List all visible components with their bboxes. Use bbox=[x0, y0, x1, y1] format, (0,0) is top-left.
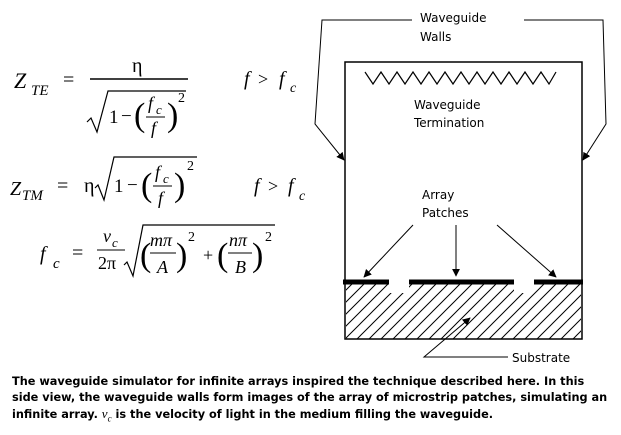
fc-paren2-left: ( bbox=[217, 237, 228, 274]
fc-plus: + bbox=[203, 245, 213, 265]
zte-fc: f bbox=[148, 93, 156, 113]
ztm-fc: f bbox=[155, 162, 163, 182]
zte-f: f bbox=[151, 118, 159, 138]
ztm-paren-right: ) bbox=[174, 167, 185, 204]
substrate-gap-left bbox=[389, 281, 409, 293]
termination-label-line1: Waveguide bbox=[414, 98, 481, 112]
array-arrow-right bbox=[496, 224, 557, 278]
ztm-subscript: TM bbox=[22, 188, 44, 204]
zte-paren-left: ( bbox=[134, 97, 145, 134]
substrate-block bbox=[346, 282, 581, 339]
substrate-leader bbox=[422, 317, 508, 358]
ztm-exp: 2 bbox=[187, 159, 194, 174]
fc-radical bbox=[123, 224, 275, 279]
fc-equals: = bbox=[72, 242, 83, 264]
termination-label-line2: Termination bbox=[413, 116, 484, 130]
ztm-eta: η bbox=[84, 175, 94, 197]
fc-paren1-left: ( bbox=[140, 237, 151, 274]
fc-exp2: 2 bbox=[265, 230, 272, 245]
substrate-label: Substrate bbox=[512, 351, 570, 365]
caption-velocity-symbol: vc bbox=[101, 406, 112, 424]
ztm-cond-f: f bbox=[254, 175, 262, 197]
ztm-f: f bbox=[158, 188, 166, 208]
zte-symbol: Z bbox=[14, 68, 27, 93]
zte-equals: = bbox=[63, 69, 74, 91]
ztm-cond-gt: > bbox=[268, 176, 278, 196]
ztm-radical bbox=[94, 156, 197, 202]
ztm-fc-sub: c bbox=[163, 171, 169, 186]
ztm-minus: − bbox=[127, 175, 138, 196]
fc-v: v bbox=[103, 226, 111, 246]
equation-ztm: Z TM = η 1 − ( f c f ) 2 f > f c bbox=[10, 156, 306, 208]
zte-cond-f: f bbox=[244, 68, 252, 90]
ztm-paren-left: ( bbox=[141, 167, 152, 204]
ztm-symbol: Z bbox=[10, 178, 22, 200]
figure: Z TE = η 1 − ( f c f ) 2 f > f c Z TM = … bbox=[10, 11, 607, 365]
fc-v-sub: c bbox=[112, 235, 118, 250]
zte-exp: 2 bbox=[178, 91, 185, 106]
zte-fc-sub: c bbox=[156, 102, 162, 117]
zte-cond-fc-sub: c bbox=[290, 81, 297, 96]
zte-minus: − bbox=[121, 106, 132, 127]
zte-cond-fc: f bbox=[279, 68, 287, 90]
termination-zigzag bbox=[364, 70, 557, 86]
walls-leader-left bbox=[314, 19, 412, 161]
array-label-line2: Patches bbox=[422, 206, 469, 220]
zte-paren-right: ) bbox=[167, 97, 178, 134]
fc-exp1: 2 bbox=[188, 230, 195, 245]
fc-n-pi: nπ bbox=[229, 230, 248, 250]
figure-caption: The waveguide simulator for infinite arr… bbox=[12, 374, 612, 427]
caption-text-part2: is the velocity of light in the medium f… bbox=[111, 408, 494, 421]
ztm-equals: = bbox=[57, 175, 68, 197]
substrate-gap-right bbox=[514, 281, 534, 293]
caption-text-part1: The waveguide simulator for infinite arr… bbox=[12, 375, 608, 421]
zte-cond-gt: > bbox=[258, 69, 268, 89]
equation-fc: f c = v c 2π ( mπ A ) 2 + ( nπ B ) 2 bbox=[40, 224, 275, 279]
ztm-cond-fc-sub: c bbox=[299, 189, 306, 204]
zte-subscript: TE bbox=[31, 83, 49, 99]
fc-two-pi: 2π bbox=[98, 253, 116, 273]
fc-A: A bbox=[156, 257, 169, 277]
walls-leader-right bbox=[524, 19, 607, 161]
zte-radical bbox=[86, 90, 186, 134]
fc-subscript: c bbox=[53, 256, 60, 272]
caption-v: v bbox=[101, 406, 108, 421]
fc-m-pi: mπ bbox=[150, 230, 173, 250]
caption-v-sub: c bbox=[107, 413, 112, 424]
walls-label-line1: Waveguide bbox=[420, 11, 487, 25]
zte-one: 1 bbox=[109, 107, 119, 128]
walls-label-line2: Walls bbox=[420, 30, 451, 44]
ztm-cond-fc: f bbox=[288, 175, 296, 197]
ztm-one: 1 bbox=[114, 176, 124, 197]
waveguide-diagram: Waveguide Walls Waveguide Termination Ar… bbox=[314, 11, 607, 365]
fc-paren1-right: ) bbox=[176, 237, 187, 274]
equation-zte: Z TE = η 1 − ( f c f ) 2 f > f c bbox=[14, 55, 297, 138]
zte-eta: η bbox=[132, 55, 142, 77]
fc-symbol: f bbox=[40, 243, 48, 265]
array-label-line1: Array bbox=[422, 188, 454, 202]
fc-B: B bbox=[235, 257, 246, 277]
fc-paren2-right: ) bbox=[252, 237, 263, 274]
array-arrow-left bbox=[363, 224, 414, 278]
